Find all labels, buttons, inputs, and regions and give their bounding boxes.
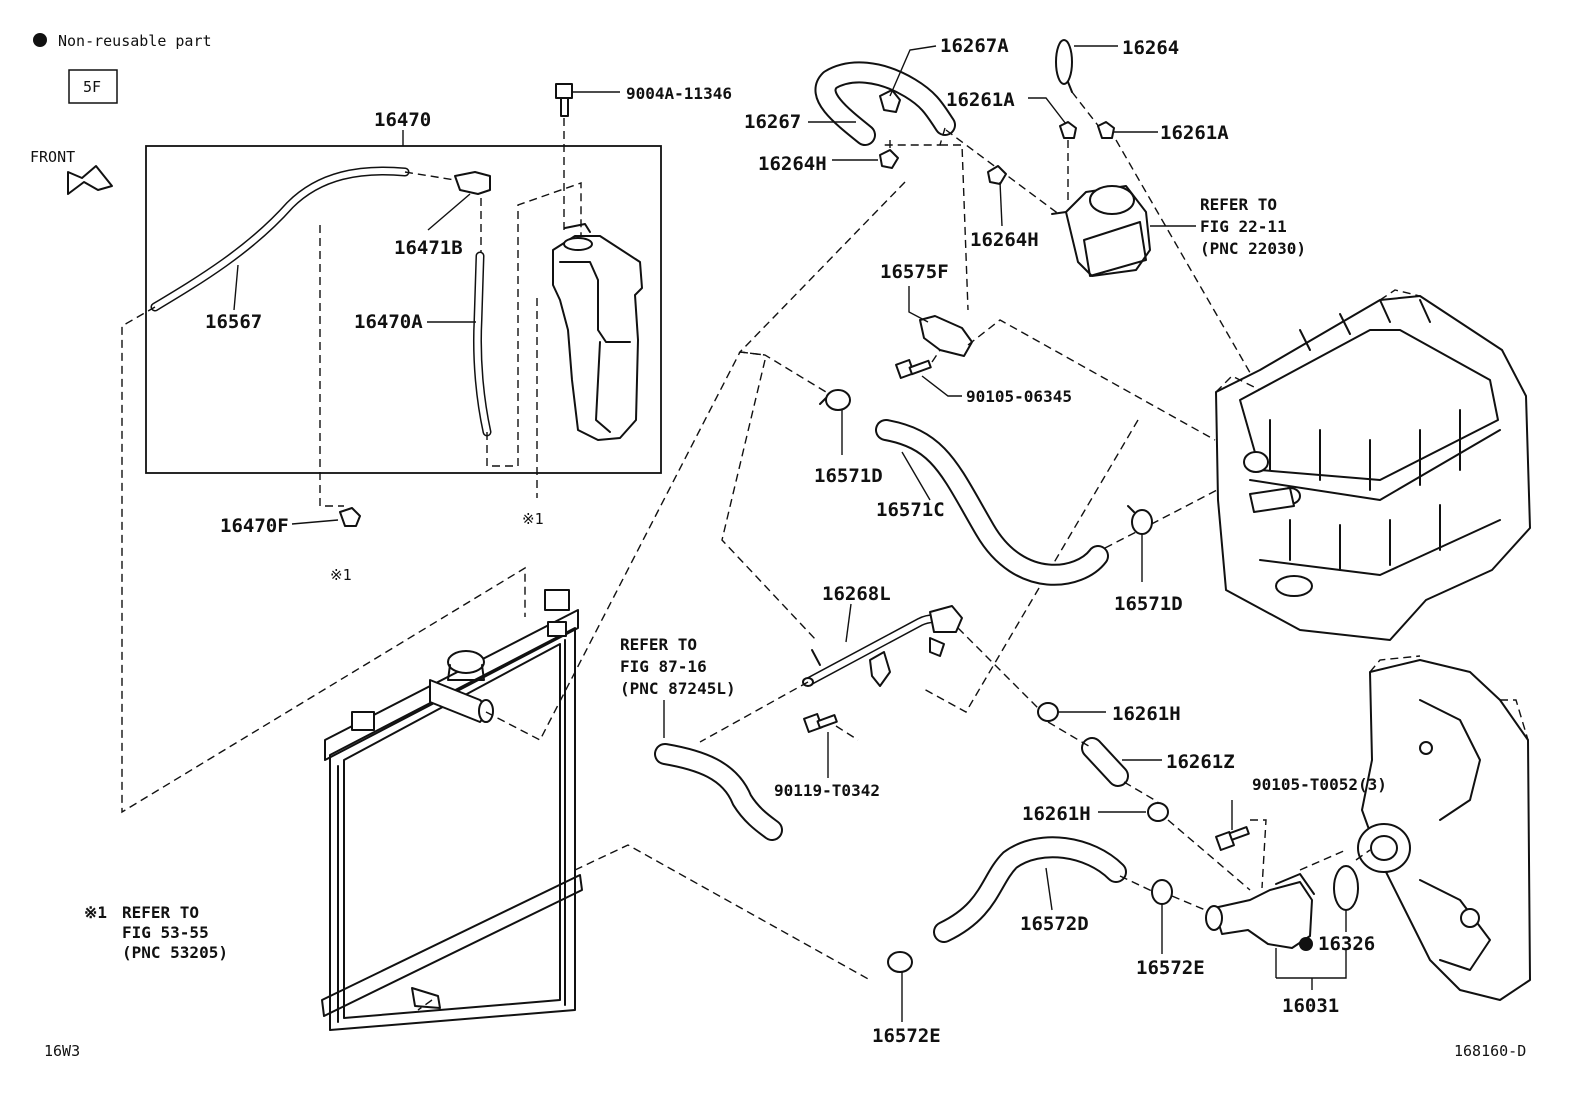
ref2-line-2: FIG 87-16	[620, 657, 707, 676]
radiator	[321, 589, 583, 1031]
gasket-16326	[1333, 865, 1359, 932]
throttle-body	[1051, 185, 1196, 277]
reservoir-tank	[552, 223, 643, 441]
ref3-line-2: FIG 53-55	[122, 923, 209, 942]
refer-note-53205: ※1 REFER TO FIG 53-55 (PNC 53205)	[84, 903, 228, 962]
engine-block	[1215, 289, 1531, 641]
ref2-line-3: (PNC 87245L)	[620, 679, 736, 698]
section-code: 5F	[83, 78, 101, 96]
section-code-box: 5F	[68, 69, 118, 104]
hose-16267	[808, 61, 956, 146]
timing-cover	[1357, 655, 1531, 1001]
label-9004A-11346: 9004A-11346	[626, 84, 732, 103]
nut-16261A-2	[1097, 121, 1158, 139]
label-16031: 16031	[1282, 995, 1339, 1017]
nut-16261A-1	[1028, 97, 1077, 139]
bolt-9004A	[555, 83, 620, 117]
legend-text: Non-reusable part	[58, 32, 212, 50]
ref1-line-3: (PNC 22030)	[1200, 239, 1306, 258]
label-16470: 16470	[374, 109, 431, 131]
label-16572E-right: 16572E	[1136, 957, 1205, 979]
water-pipe-16268L	[802, 603, 963, 687]
legend: Non-reusable part	[33, 32, 212, 50]
heater-pipe	[654, 700, 783, 841]
front-arrow-icon	[67, 165, 113, 195]
bolt-90105-T0052	[1215, 800, 1250, 851]
label-90119-T0342: 90119-T0342	[774, 781, 880, 800]
label-16470F: 16470F	[220, 515, 289, 537]
overflow-hose-16567	[150, 166, 410, 312]
clamp-16470F	[291, 507, 361, 527]
label-16261A-right: 16261A	[1160, 122, 1229, 144]
reservoir-cap-16471B	[427, 171, 491, 231]
water-inlet-16031	[1205, 873, 1347, 990]
label-16572D: 16572D	[1020, 913, 1089, 935]
label-16471B: 16471B	[394, 237, 463, 259]
label-16267: 16267	[744, 111, 801, 133]
label-16267A: 16267A	[940, 35, 1009, 57]
label-16571D-right: 16571D	[1114, 593, 1183, 615]
footer-right-code: 168160-D	[1454, 1042, 1526, 1060]
label-16567: 16567	[205, 311, 262, 333]
fitting-16267A	[879, 45, 937, 113]
hose-16571C	[875, 419, 1109, 586]
label-90105-06345: 90105-06345	[966, 387, 1072, 406]
bracket-16575F	[908, 286, 973, 357]
clamp-16261H-1	[1037, 702, 1106, 722]
clamp-16571D-2	[1127, 505, 1153, 582]
clamp-16261H-2	[1098, 802, 1169, 822]
ref1-line-2: FIG 22-11	[1200, 217, 1287, 236]
label-16572E-bottom: 16572E	[872, 1025, 941, 1047]
label-16575F: 16575F	[880, 261, 949, 283]
label-16261H-top: 16261H	[1112, 703, 1181, 725]
label-16261H-bottom: 16261H	[1022, 803, 1091, 825]
ref2-line-1: REFER TO	[620, 635, 697, 654]
label-16264: 16264	[1122, 37, 1179, 59]
bolt-90105-06345	[895, 359, 962, 397]
mark-ref1-clamp: ※1	[330, 566, 352, 584]
clamp-16572E-2	[887, 951, 913, 1022]
clamp-16571D-1	[819, 389, 851, 455]
label-16261A-left: 16261A	[946, 89, 1015, 111]
label-16571D-top: 16571D	[814, 465, 883, 487]
footer-left-code: 16W3	[44, 1042, 80, 1060]
ref3-line-1: REFER TO	[122, 903, 199, 922]
hose-16572D	[933, 836, 1127, 943]
ref3-mark: ※1	[84, 903, 107, 922]
non-reusable-bullet-icon	[33, 33, 47, 47]
label-16326: 16326	[1318, 933, 1375, 955]
front-indicator: FRONT	[30, 148, 113, 195]
clamp-16572E-1	[1151, 879, 1173, 954]
refer-note-22030: REFER TO FIG 22-11 (PNC 22030)	[1200, 195, 1306, 258]
label-90105-T0052: 90105-T0052(3)	[1252, 775, 1387, 794]
non-reusable-bullet-16326	[1299, 937, 1313, 951]
bolt-90119-T0342	[803, 713, 838, 778]
label-16268L: 16268L	[822, 583, 891, 605]
label-16470A: 16470A	[354, 311, 423, 333]
front-label: FRONT	[30, 148, 75, 166]
level-gauge-16264	[1055, 39, 1118, 93]
mark-ref1-reservoir: ※1	[522, 510, 544, 528]
clamp-16264H-1	[832, 149, 899, 169]
hose-16261Z	[1081, 737, 1162, 787]
label-16264H-left: 16264H	[758, 153, 827, 175]
label-16571C: 16571C	[876, 499, 945, 521]
refer-note-87245L: REFER TO FIG 87-16 (PNC 87245L)	[620, 635, 736, 698]
label-16261Z: 16261Z	[1166, 751, 1235, 773]
reservoir-hose-16470A	[427, 251, 492, 437]
ref3-line-3: (PNC 53205)	[122, 943, 228, 962]
clamp-16264H-2	[987, 165, 1007, 227]
ref1-line-1: REFER TO	[1200, 195, 1277, 214]
label-16264H-right: 16264H	[970, 229, 1039, 251]
